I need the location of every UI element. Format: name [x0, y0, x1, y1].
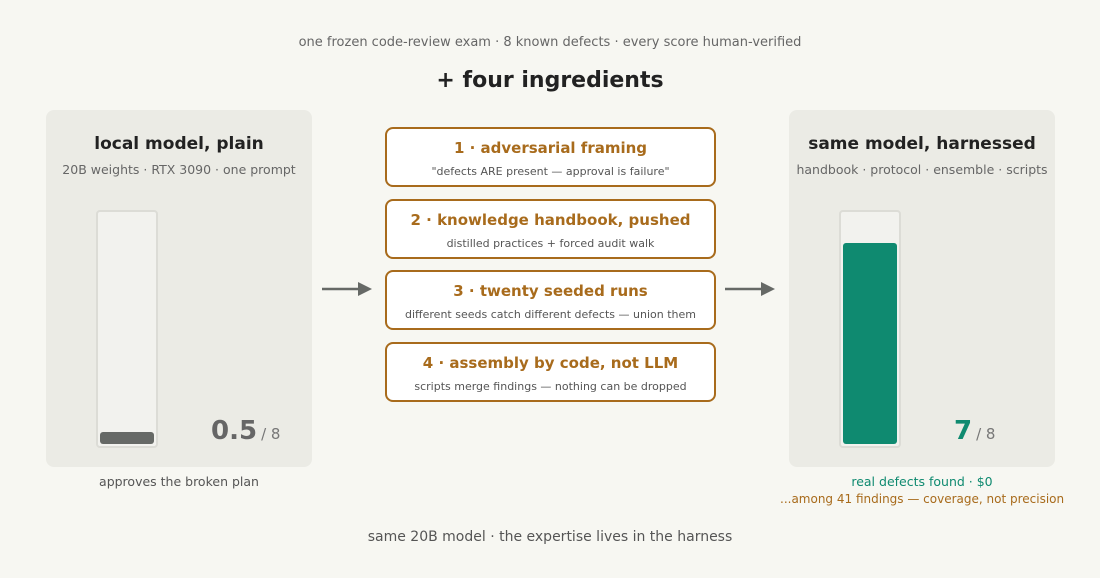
ingredient-title: 4 · assembly by code, not LLM	[422, 354, 679, 372]
subtitle: one frozen code-review exam · 8 known de…	[298, 35, 802, 50]
plain-score-value: 0.5	[211, 416, 258, 446]
ingredient-title: 2 · knowledge handbook, pushed	[410, 211, 691, 229]
ingredient-desc: distilled practices + forced audit walk	[446, 237, 655, 250]
ingredient-card: 1 · adversarial framing "defects ARE pre…	[385, 127, 716, 187]
ingredient-desc: different seeds catch different defects …	[405, 308, 696, 321]
harnessed-caption: real defects found · $0	[851, 474, 993, 489]
harnessed-caption-note: ...among 41 findings — coverage, not pre…	[780, 492, 1065, 506]
harnessed-score-bar-fill	[843, 243, 897, 444]
plain-model-panel: local model, plain 20B weights · RTX 309…	[46, 110, 312, 467]
ingredient-card: 2 · knowledge handbook, pushed distilled…	[385, 199, 716, 259]
harnessed-score-bar-track	[839, 210, 901, 448]
ingredient-title: 1 · adversarial framing	[453, 139, 648, 157]
ingredient-card: 3 · twenty seeded runs different seeds c…	[385, 270, 716, 330]
headline: + four ingredients	[436, 68, 664, 93]
harnessed-score-total: / 8	[976, 425, 996, 443]
harnessed-panel-subtitle: handbook · protocol · ensemble · scripts	[796, 162, 1048, 177]
plain-caption: approves the broken plan	[99, 474, 259, 489]
arrow-right-icon	[725, 282, 775, 296]
harnessed-score: 7/ 8	[954, 416, 995, 446]
plain-panel-title: local model, plain	[94, 134, 264, 154]
plain-score-bar-fill	[100, 432, 154, 444]
ingredient-title: 3 · twenty seeded runs	[453, 282, 648, 300]
footer-note: same 20B model · the expertise lives in …	[367, 529, 733, 545]
harnessed-panel-title: same model, harnessed	[808, 134, 1036, 154]
ingredient-card: 4 · assembly by code, not LLM scripts me…	[385, 342, 716, 402]
plain-score-total: / 8	[261, 425, 281, 443]
plain-panel-subtitle: 20B weights · RTX 3090 · one prompt	[62, 162, 296, 177]
ingredient-desc: scripts merge findings — nothing can be …	[414, 380, 687, 393]
harnessed-model-panel: same model, harnessed handbook · protoco…	[789, 110, 1055, 467]
ingredient-desc: "defects ARE present — approval is failu…	[431, 165, 670, 178]
arrow-right-icon	[322, 282, 372, 296]
harnessed-score-value: 7	[954, 416, 973, 446]
plain-score-bar-track	[96, 210, 158, 448]
plain-score: 0.5/ 8	[211, 416, 280, 446]
